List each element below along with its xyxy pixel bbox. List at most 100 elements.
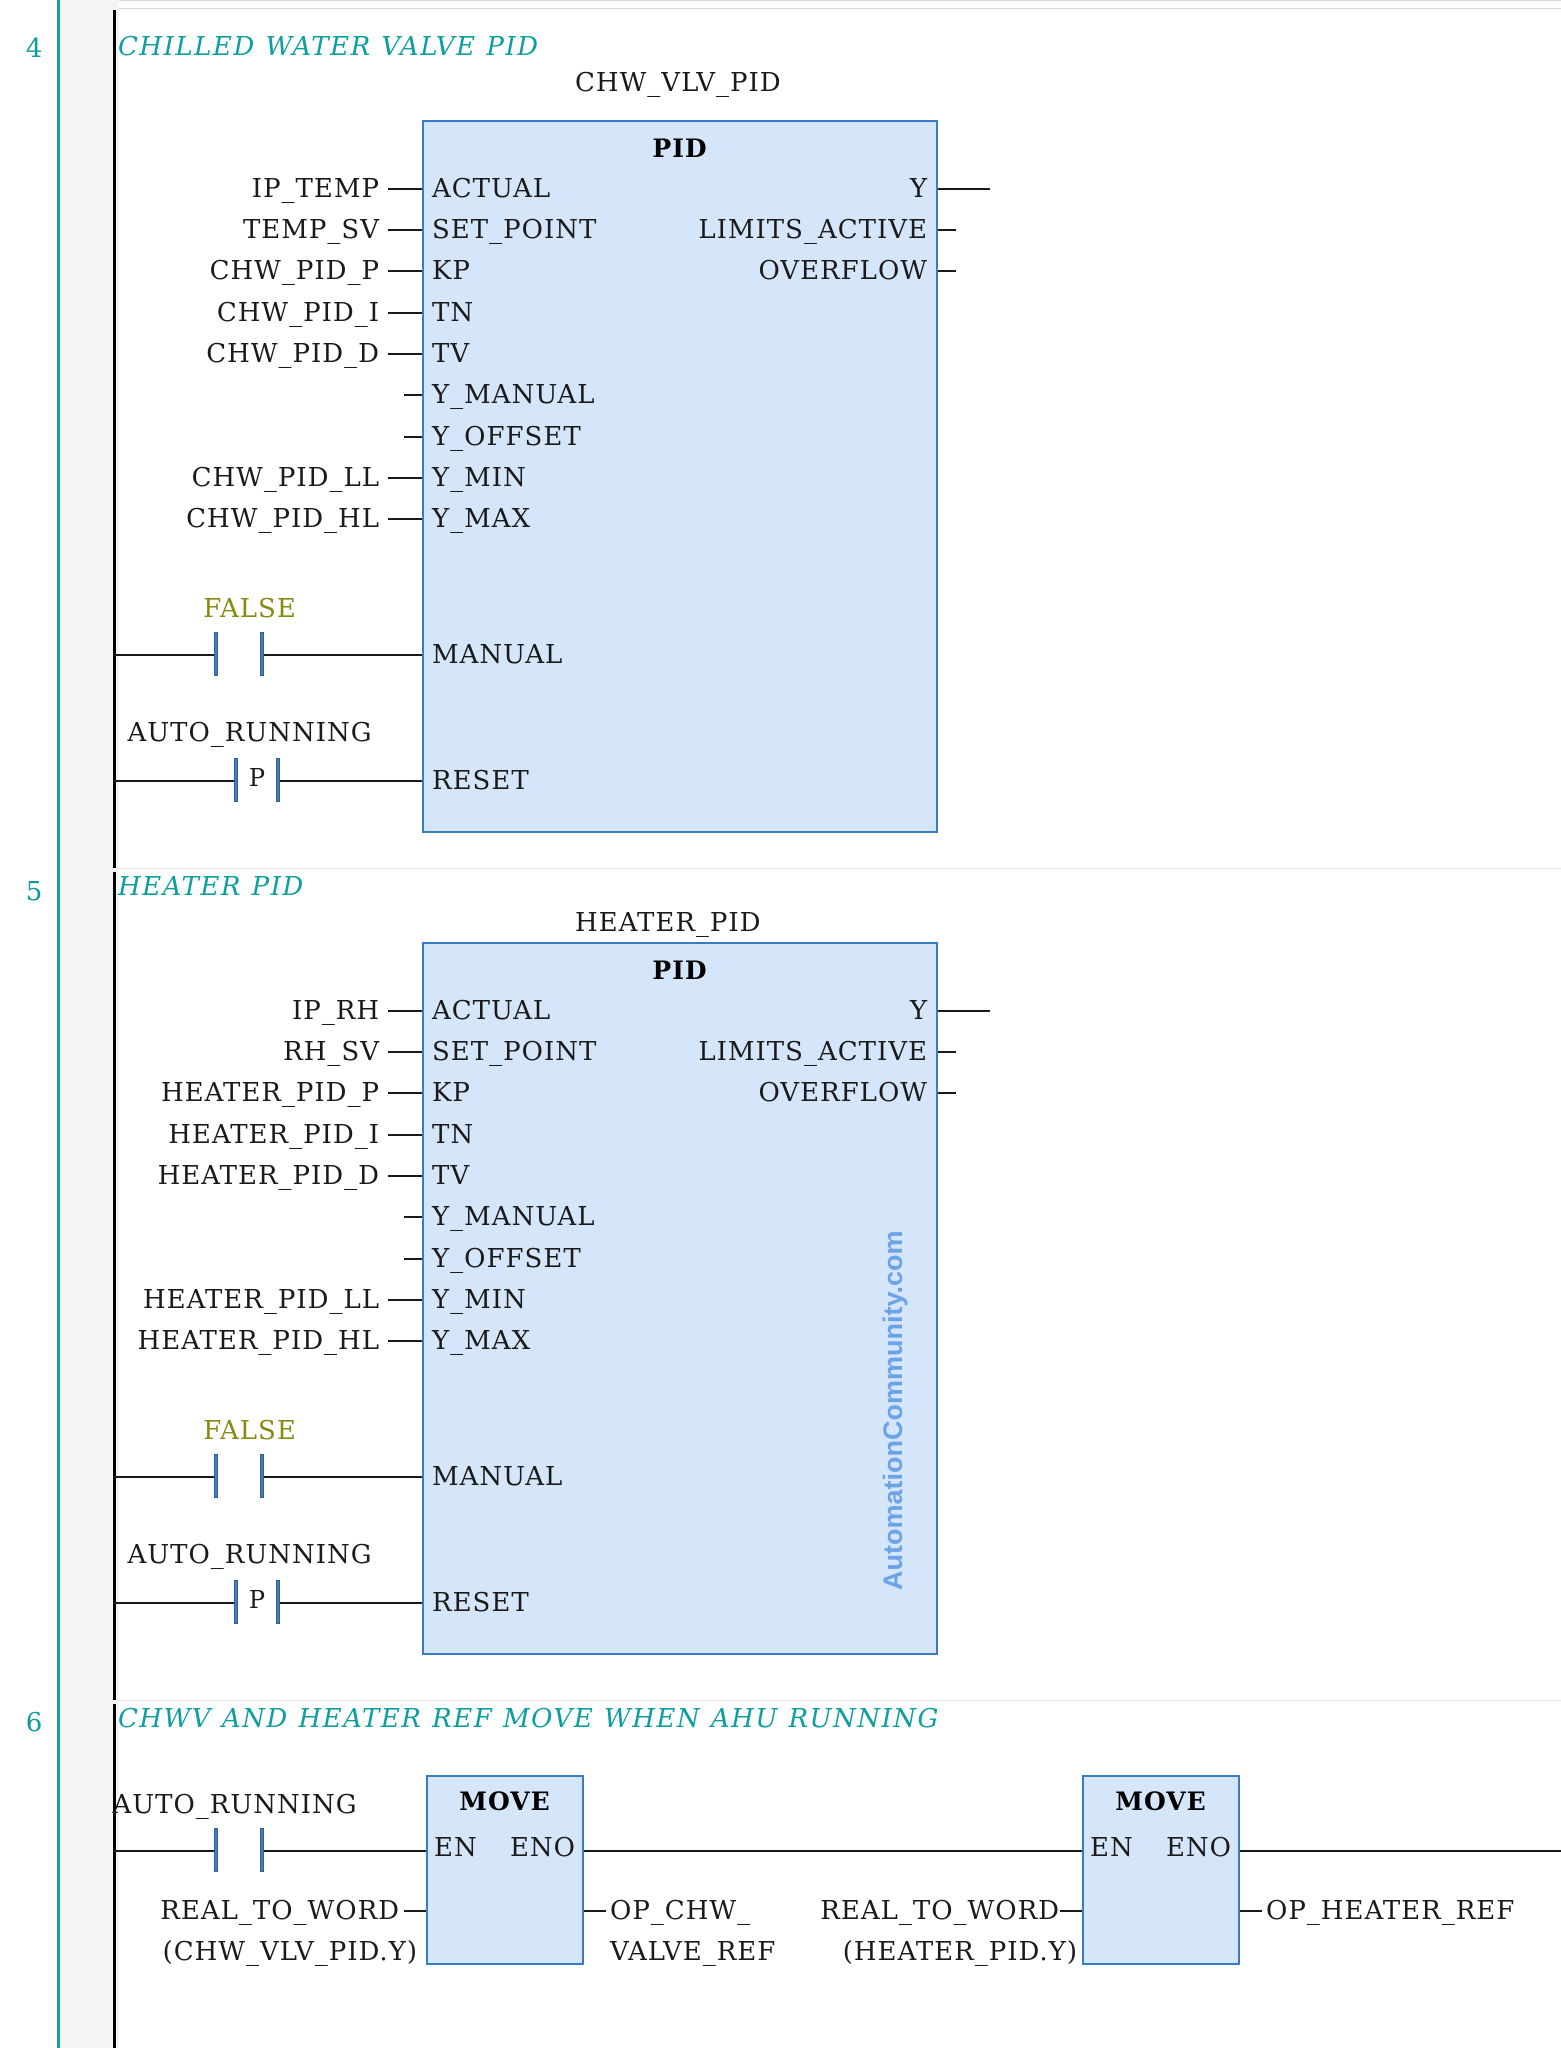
- wire-tv-heater: [388, 1175, 422, 1177]
- wire-move2-out: [1240, 1910, 1262, 1912]
- in-tag-ymin-heater[interactable]: HEATER_PID_LL: [142, 1285, 380, 1315]
- contact-reset-p-chw[interactable]: P: [234, 758, 280, 804]
- function-block-move-2[interactable]: [1082, 1775, 1240, 1965]
- power-rail-rung-5: [113, 872, 116, 1700]
- pin-in-tn-chw: TN: [432, 298, 475, 328]
- rung-number-4[interactable]: 4: [25, 34, 43, 64]
- pin-in-setpoint-heater: SET_POINT: [432, 1037, 598, 1067]
- contact-bar-right-icon: [260, 1454, 264, 1498]
- contact-bar-left-icon: [234, 1580, 238, 1624]
- wire-ymanual-chw: [404, 394, 422, 396]
- in-tag-kp-heater[interactable]: HEATER_PID_P: [160, 1078, 380, 1108]
- rung-number-6[interactable]: 6: [25, 1708, 43, 1738]
- move-2-out-line1[interactable]: OP_HEATER_REF: [1266, 1896, 1516, 1926]
- pin-in-ymin-chw: Y_MIN: [432, 463, 527, 493]
- wire-reset-right-chw: [280, 780, 422, 782]
- pin-in-ymanual-heater: Y_MANUAL: [432, 1202, 596, 1232]
- move-2-in-line2[interactable]: (HEATER_PID.Y): [842, 1937, 1078, 1967]
- wire-ymin-chw: [388, 477, 422, 479]
- move-1-en-label: EN: [434, 1833, 478, 1863]
- contact-tag-false-chw[interactable]: FALSE: [203, 594, 297, 624]
- wire-manual-left-chw: [113, 654, 214, 656]
- wire-reset-right-heater: [280, 1602, 422, 1604]
- move-1-in-line1[interactable]: REAL_TO_WORD: [160, 1896, 400, 1926]
- pin-in-kp-heater: KP: [432, 1078, 471, 1108]
- pin-in-setpoint-chw: SET_POINT: [432, 215, 598, 245]
- contact-reset-p-heater[interactable]: P: [234, 1580, 280, 1626]
- wire-actual-chw: [388, 188, 422, 190]
- rung-comment-5[interactable]: HEATER PID: [118, 872, 305, 902]
- rung-number-strip: [57, 0, 119, 2048]
- pin-out-y-heater: Y: [909, 996, 928, 1026]
- pin-out-limits-heater: LIMITS_ACTIVE: [698, 1037, 928, 1067]
- wire-kp-chw: [388, 270, 422, 272]
- contact-tag-auto-running-heater[interactable]: AUTO_RUNNING: [127, 1540, 373, 1570]
- wire-tn-heater: [388, 1134, 422, 1136]
- in-tag-setpoint-heater[interactable]: RH_SV: [283, 1037, 380, 1067]
- power-rail-rung-6: [113, 1704, 116, 2048]
- pin-in-reset-chw: RESET: [432, 766, 530, 796]
- in-tag-tn-heater[interactable]: HEATER_PID_I: [168, 1120, 380, 1150]
- wire-setpoint-heater: [388, 1051, 422, 1053]
- contact-manual-heater[interactable]: [214, 1454, 264, 1500]
- contact-manual-chw[interactable]: [214, 632, 264, 678]
- wire-out-y-chw: [938, 188, 990, 190]
- fb-instance-name-heater[interactable]: HEATER_PID: [575, 908, 762, 938]
- contact-bar-right-icon: [276, 758, 280, 802]
- move-2-in-line1[interactable]: REAL_TO_WORD: [820, 1896, 1060, 1926]
- contact-tag-auto-running-move[interactable]: AUTO_RUNNING: [112, 1790, 358, 1820]
- wire-kp-heater: [388, 1092, 422, 1094]
- wire-move-left: [113, 1850, 214, 1852]
- wire-tv-chw: [388, 353, 422, 355]
- fb-type-label-heater: PID: [652, 956, 708, 985]
- wire-move1-out: [584, 1910, 606, 1912]
- fb-instance-name-chw[interactable]: CHW_VLV_PID: [575, 68, 782, 98]
- in-tag-tn-chw[interactable]: CHW_PID_I: [216, 298, 380, 328]
- contact-bar-right-icon: [276, 1580, 280, 1624]
- wire-ymax-chw: [388, 518, 422, 520]
- wire-out-limits-chw: [938, 229, 956, 231]
- contact-tag-auto-running-chw[interactable]: AUTO_RUNNING: [127, 718, 373, 748]
- in-tag-setpoint-chw[interactable]: TEMP_SV: [242, 215, 380, 245]
- wire-move2-in: [1060, 1910, 1082, 1912]
- wire-manual-right-heater: [264, 1476, 422, 1478]
- wire-yoffset-chw: [404, 436, 422, 438]
- move-1-in-line2[interactable]: (CHW_VLV_PID.Y): [162, 1937, 418, 1967]
- move-1-out-line2[interactable]: VALVE_REF: [610, 1937, 777, 1967]
- function-block-pid-heater[interactable]: [422, 942, 938, 1655]
- contact-tag-false-heater[interactable]: FALSE: [203, 1416, 297, 1446]
- move-2-eno-label: ENO: [1165, 1833, 1232, 1863]
- pin-in-manual-chw: MANUAL: [432, 640, 564, 670]
- move-1-eno-label: ENO: [509, 1833, 576, 1863]
- rung-comment-6[interactable]: CHWV AND HEATER REF MOVE WHEN AHU RUNNIN…: [118, 1704, 940, 1734]
- pin-in-kp-chw: KP: [432, 256, 471, 286]
- move-2-en-label: EN: [1090, 1833, 1134, 1863]
- move-1-out-line1[interactable]: OP_CHW_: [610, 1896, 752, 1926]
- in-tag-ymin-chw[interactable]: CHW_PID_LL: [191, 463, 380, 493]
- in-tag-actual-heater[interactable]: IP_RH: [291, 996, 380, 1026]
- function-block-move-1[interactable]: [426, 1775, 584, 1965]
- rung-number-5[interactable]: 5: [25, 877, 43, 907]
- rung-comment-4[interactable]: CHILLED WATER VALVE PID: [118, 32, 540, 62]
- in-tag-ymax-heater[interactable]: HEATER_PID_HL: [137, 1326, 380, 1356]
- wire-eno1-to-en2: [584, 1850, 1082, 1852]
- function-block-pid-chw[interactable]: [422, 120, 938, 833]
- wire-move-to-en1: [264, 1850, 426, 1852]
- in-tag-actual-chw[interactable]: IP_TEMP: [251, 174, 380, 204]
- in-tag-tv-chw[interactable]: CHW_PID_D: [206, 339, 380, 369]
- contact-auto-running-move[interactable]: [214, 1828, 264, 1874]
- wire-out-overflow-chw: [938, 270, 956, 272]
- in-tag-tv-heater[interactable]: HEATER_PID_D: [157, 1161, 380, 1191]
- in-tag-ymax-chw[interactable]: CHW_PID_HL: [186, 504, 380, 534]
- wire-ymin-heater: [388, 1299, 422, 1301]
- pin-in-manual-heater: MANUAL: [432, 1462, 564, 1492]
- pin-in-ymanual-chw: Y_MANUAL: [432, 380, 596, 410]
- top-divider-2: [0, 8, 1561, 9]
- pin-in-actual-chw: ACTUAL: [432, 174, 552, 204]
- rung-divider-4-5: [116, 868, 1561, 869]
- watermark-text: AutomationCommunity.com: [878, 1230, 908, 1591]
- pin-in-tn-heater: TN: [432, 1120, 475, 1150]
- in-tag-kp-chw[interactable]: CHW_PID_P: [209, 256, 380, 286]
- wire-reset-left-heater: [113, 1602, 234, 1604]
- wire-move1-in: [404, 1910, 426, 1912]
